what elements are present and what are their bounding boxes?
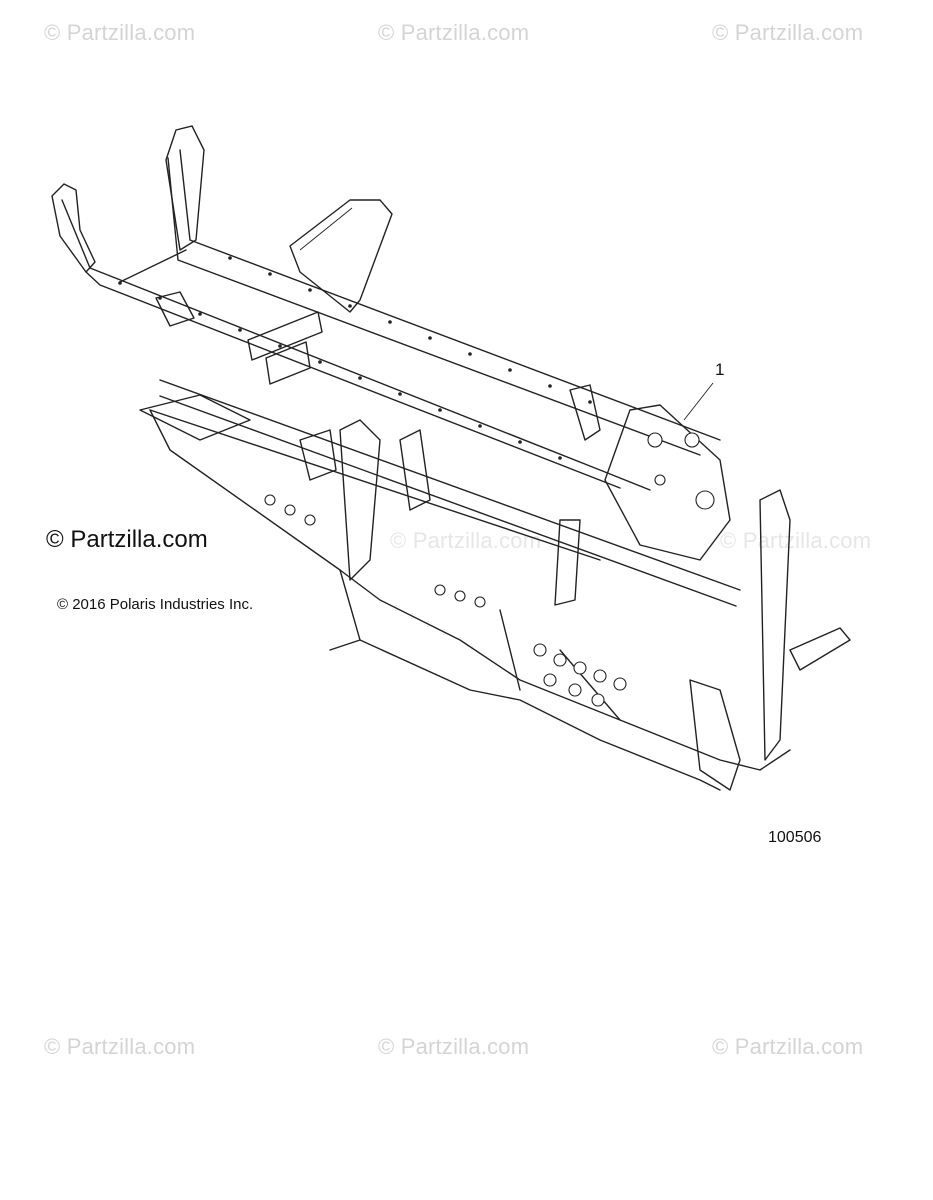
- front-uprights: [689, 489, 851, 791]
- callout-label-1: 1: [715, 360, 725, 379]
- rear-brackets: [139, 384, 601, 606]
- watermark-top-right: © Partzilla.com: [712, 20, 864, 45]
- callout-leader-1: [683, 382, 714, 421]
- seat-support-plate: [289, 199, 393, 313]
- watermark-bottom-right: © Partzilla.com: [712, 1034, 864, 1059]
- upper-rails: [51, 125, 721, 491]
- copyright-polaris: © 2016 Polaris Industries Inc.: [57, 596, 254, 613]
- main-beam: [149, 379, 741, 607]
- watermark-top-center: © Partzilla.com: [378, 20, 530, 45]
- watermark-top-left: © Partzilla.com: [44, 20, 196, 45]
- watermark-bottom-center: © Partzilla.com: [378, 1034, 530, 1059]
- diagram-number: 100506: [768, 829, 822, 846]
- copyright-partzilla: © Partzilla.com: [46, 526, 208, 553]
- lower-chassis: [149, 409, 791, 791]
- watermark-middle-right: © Partzilla.com: [720, 528, 872, 553]
- rail-holes: [118, 256, 592, 460]
- watermark-bottom-left: © Partzilla.com: [44, 1034, 196, 1059]
- front-plate: [604, 404, 731, 561]
